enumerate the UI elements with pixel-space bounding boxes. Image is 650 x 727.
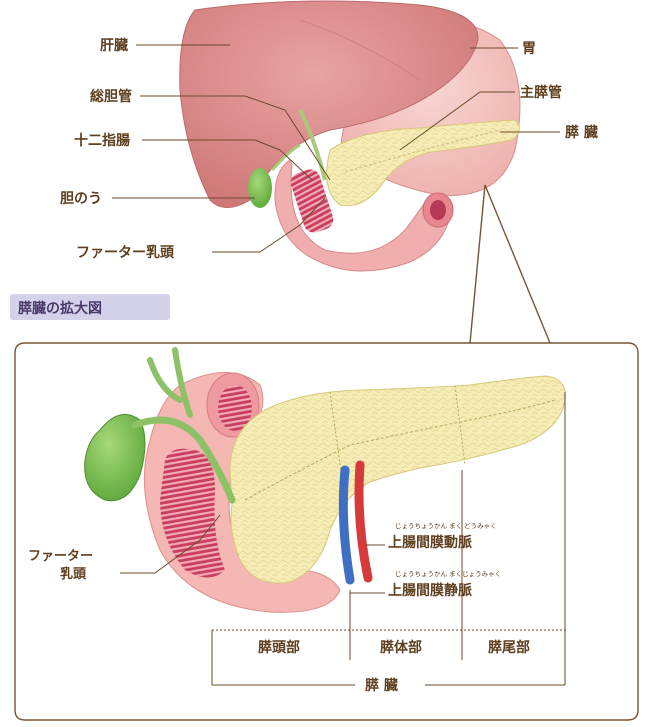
liver-shape	[179, 0, 479, 208]
artery-vessel	[354, 460, 373, 583]
label-sma: 上腸間膜動脈	[388, 534, 472, 551]
pancreas-small-shape	[326, 119, 520, 207]
label-smv: 上腸間膜静脈	[388, 582, 472, 599]
label-head: 膵頭部	[258, 639, 300, 656]
label-gallbladder: 胆のう	[60, 191, 102, 207]
label-main-pancreatic-duct: 主膵管	[520, 84, 562, 101]
label-papilla-line2: 乳頭	[60, 566, 87, 582]
section-title: 膵臓の拡大図	[18, 300, 102, 317]
detail-illustration: ファーター 乳頭 じょうちょうかん まく どうみゃく 上腸間膜動脈 じょうちょう…	[28, 347, 568, 694]
label-liver: 肝臓	[100, 37, 128, 54]
label-tail: 膵尾部	[488, 639, 530, 656]
ruby-smv: じょうちょうかん まくじょうみゃく	[395, 570, 501, 578]
gallbladder-small	[248, 168, 272, 208]
ruby-sma: じょうちょうかん まく どうみゃく	[395, 522, 497, 530]
top-illustration: 肝臓 胃 総胆管 主膵管 十二指腸 膵 臓 胆のう ファーター乳頭	[60, 0, 598, 344]
vein-vessel	[338, 465, 355, 585]
detail-frame	[14, 342, 639, 721]
label-duodenum: 十二指腸	[74, 132, 130, 149]
label-papilla-top: ファーター乳頭	[76, 244, 175, 261]
label-papilla-line1: ファーター	[28, 549, 93, 564]
label-pancreas-top: 膵 臓	[565, 124, 598, 141]
label-pancreas-bottom: 膵 臓	[365, 677, 398, 694]
label-stomach: 胃	[522, 41, 536, 57]
label-common-bile-duct: 総胆管	[90, 88, 132, 105]
label-body: 膵体部	[380, 639, 422, 656]
duodenum-shape	[274, 159, 453, 272]
section-badge: 膵臓の拡大図	[10, 294, 170, 320]
pancreas-detail	[229, 375, 566, 584]
gallbladder-detail	[84, 413, 146, 502]
